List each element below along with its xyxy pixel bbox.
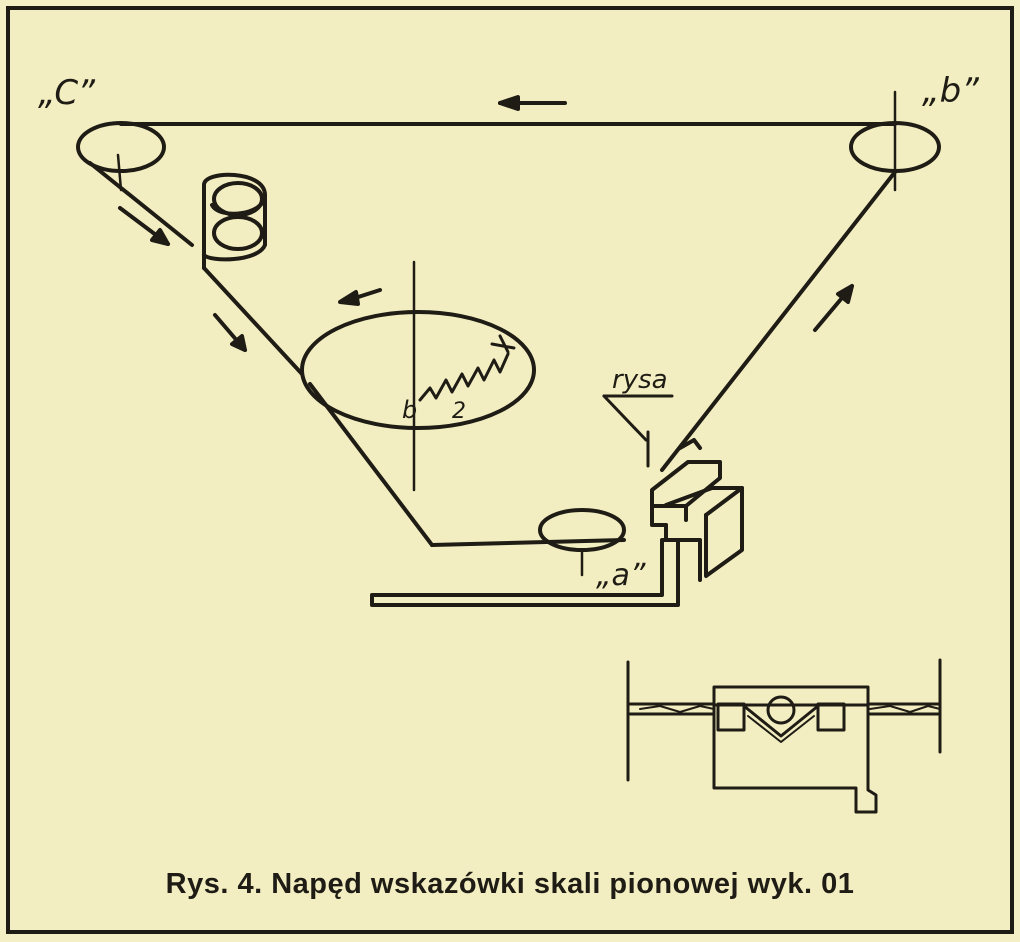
spring-mark-label: b (402, 396, 417, 424)
rysa-label: rysa (612, 365, 668, 395)
rysa-indicator (602, 394, 674, 468)
cross-section-detail (626, 658, 942, 814)
direction-arrows (118, 95, 854, 352)
pulley-c (76, 121, 166, 192)
pulley-a (538, 508, 626, 577)
pointer-carriage (370, 438, 744, 607)
pulley-b-label: „b” (922, 71, 979, 111)
cord-coil (202, 172, 267, 262)
pulley-c-label: „C” (38, 73, 95, 113)
pulley-a-label: „a” (596, 558, 646, 593)
drive-cord (88, 122, 897, 547)
spring-number-label: 2 (452, 399, 466, 424)
figure-caption: Rys. 4. Napęd wskazówki skali pionowej w… (165, 868, 855, 900)
dial-drum (300, 260, 536, 492)
tension-spring (418, 352, 510, 402)
figure-frame (6, 6, 1014, 934)
